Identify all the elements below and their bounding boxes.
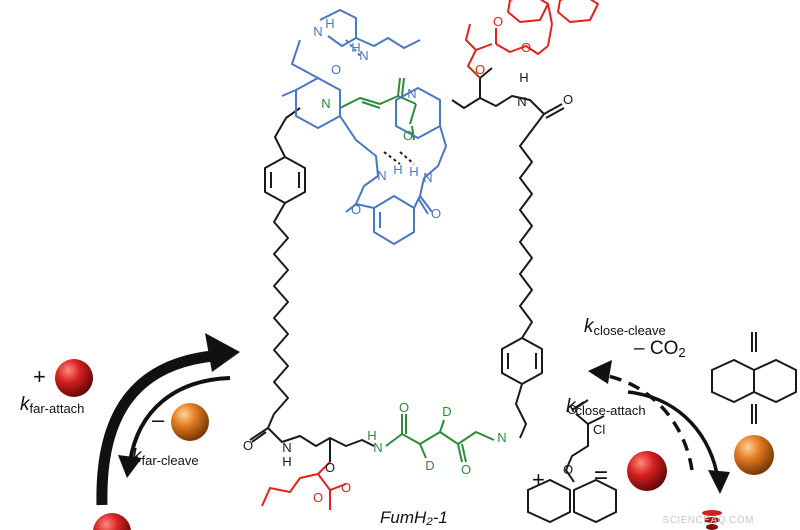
atom-label-n: N <box>497 430 506 445</box>
atom-label-o: O <box>563 92 573 107</box>
plus-left: + <box>33 364 46 389</box>
atom-label-o: O <box>431 206 441 221</box>
atom-label-h: H <box>409 164 418 179</box>
atom-label-n: N <box>423 170 432 185</box>
fumaramide-station <box>339 77 495 463</box>
thread-axle <box>249 67 565 462</box>
macrocycle-ring <box>281 9 447 245</box>
cl-label: Cl <box>593 422 606 437</box>
atom-label-o: O <box>563 462 573 477</box>
k-far-cleave-label: kfar-cleave <box>132 446 199 468</box>
k-close-attach-label: kclose-attach <box>566 396 646 418</box>
atom-label-n: N <box>407 86 416 101</box>
left-carbonyl <box>249 427 269 441</box>
atom-label-o: O <box>331 62 341 77</box>
red-sphere-right <box>627 451 667 491</box>
far-cleave-arrow <box>128 376 231 463</box>
atom-label-h: H <box>393 162 402 177</box>
left-alkyl-chain <box>267 202 289 429</box>
atom-label-h: H <box>282 454 291 469</box>
atom-label-d: D <box>425 458 434 473</box>
atom-label-h: H <box>325 16 334 31</box>
left-benzyl-link <box>274 107 301 158</box>
atom-label-o: O <box>475 62 485 77</box>
fmoc-group-bottom <box>261 461 347 510</box>
close-cleave-arrow <box>627 390 720 481</box>
watermark: SCIENCEAQ.COM <box>662 515 754 526</box>
atom-label-n: N <box>359 48 368 63</box>
fmoc-cl-reagent <box>527 399 617 524</box>
atom-label-n: N <box>377 168 386 183</box>
atom-label-n: N <box>517 94 526 109</box>
fmoc-group-top <box>465 0 599 79</box>
atom-label-h: H <box>519 70 528 85</box>
atom-label-n: N <box>313 24 322 39</box>
atom-label-o: O <box>313 490 323 505</box>
atom-label-o: O <box>341 480 351 495</box>
far-attach-arrow <box>96 349 226 506</box>
k-far-attach-label: kfar-attach <box>20 394 85 416</box>
atom-label-n: N <box>282 440 291 455</box>
atom-label-o: O <box>567 402 577 417</box>
co2-label: – CO2 <box>634 338 686 360</box>
atom-label-o: O <box>521 40 531 55</box>
equals-sign: = <box>594 462 609 489</box>
right-alkyl-chain <box>519 113 545 339</box>
atom-label-o: O <box>325 460 335 475</box>
atom-label-o: O <box>493 14 503 29</box>
atom-label-o: O <box>461 462 471 477</box>
orange-sphere-right <box>734 435 774 475</box>
atom-label-h: H <box>351 40 360 55</box>
plus-right: + <box>532 467 545 492</box>
atom-label-o: O <box>243 438 253 453</box>
atom-label-h: H <box>367 428 376 443</box>
atom-label-n: N <box>321 96 330 111</box>
atom-label-n: N <box>373 440 382 455</box>
red-sphere-left-top <box>55 359 93 397</box>
fuel-stack-icon <box>702 510 722 530</box>
close-attach-arrow <box>607 374 694 471</box>
dibenzofulvene <box>711 332 797 424</box>
atom-label-d: D <box>442 404 451 419</box>
k-close-cleave-label: kclose-cleave <box>584 316 666 338</box>
red-sphere-left-bottom <box>93 513 131 530</box>
orange-sphere-left <box>171 403 209 441</box>
molecule-name: FumH₂-1 <box>380 508 448 527</box>
atom-label-o: O <box>403 128 413 143</box>
atom-label-o: O <box>351 202 361 217</box>
atom-label-o: O <box>399 400 409 415</box>
minus-left: – <box>152 407 165 432</box>
